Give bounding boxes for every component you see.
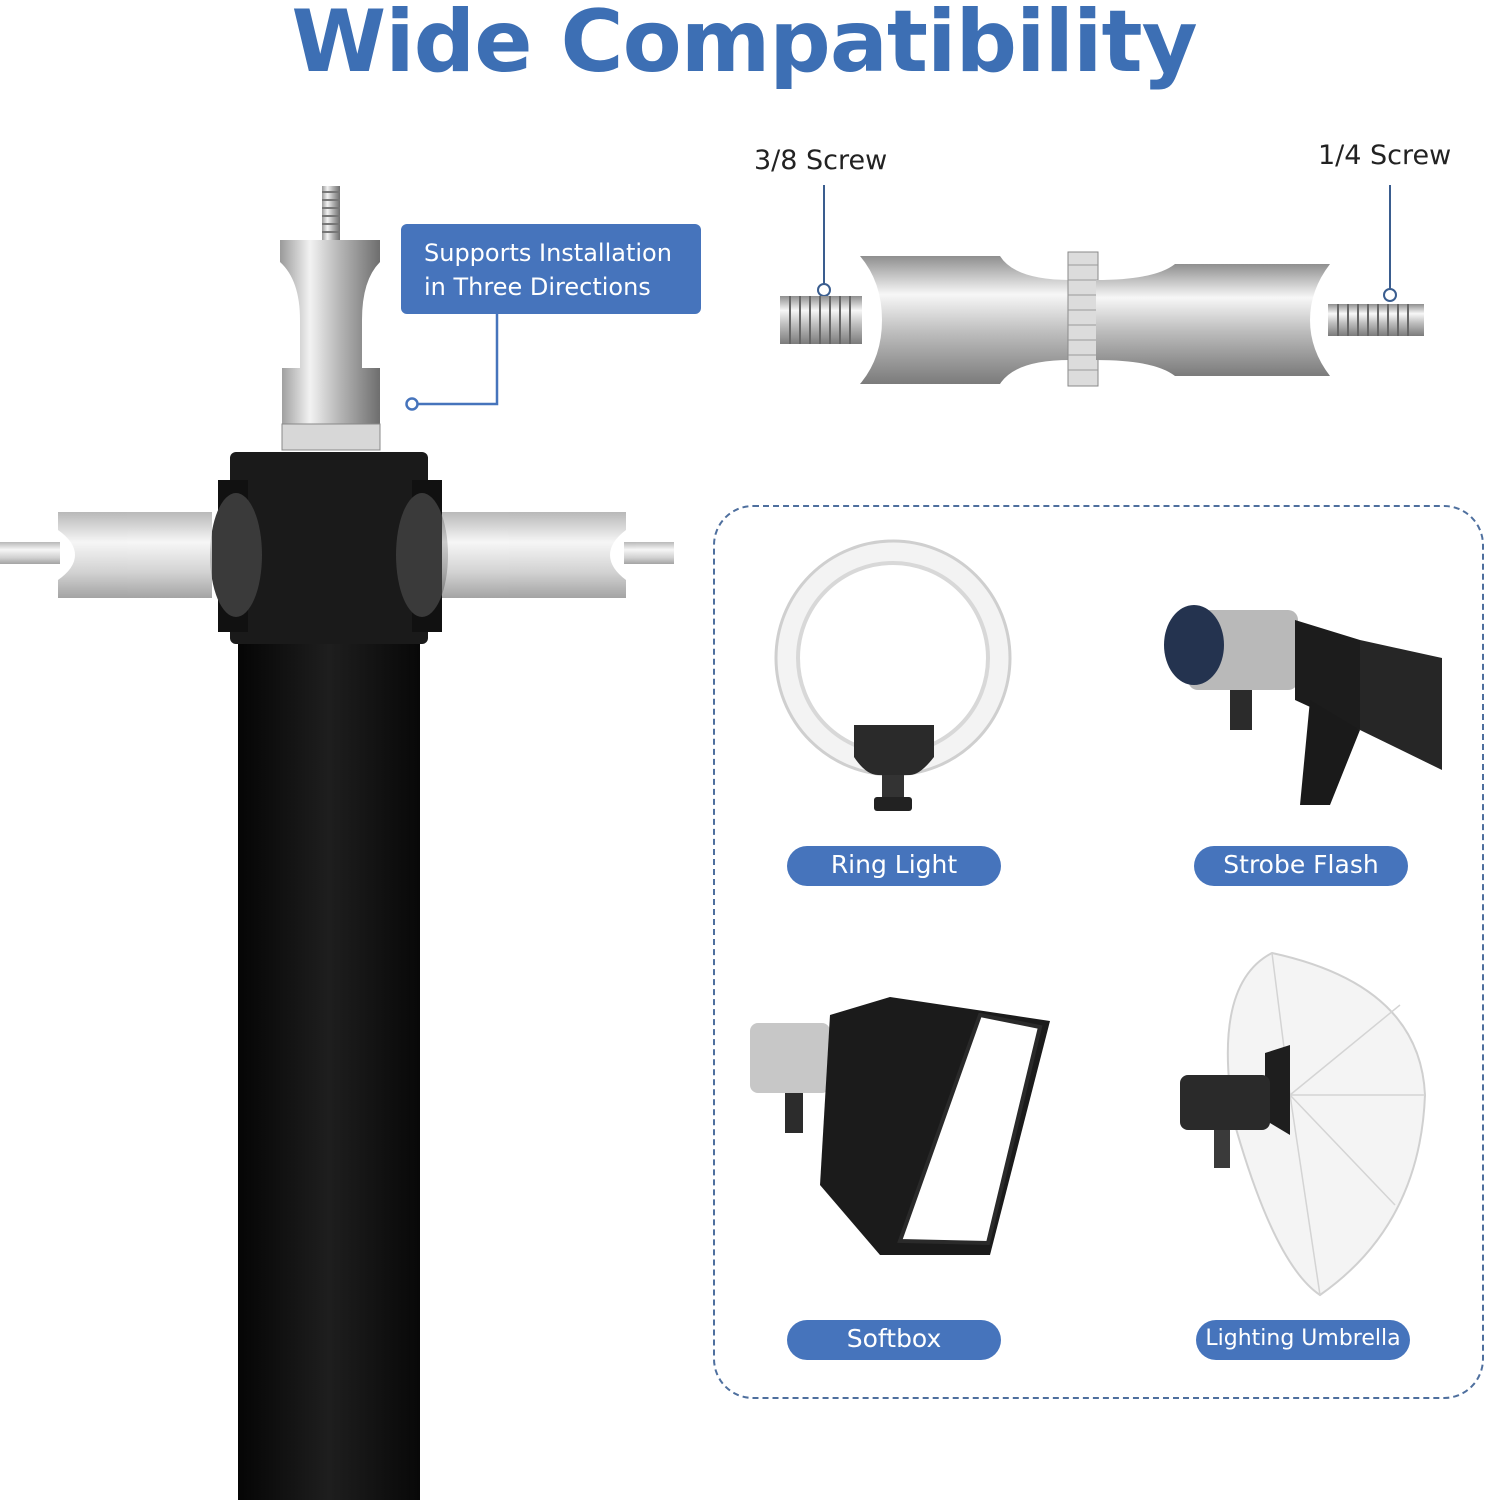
installation-callout: Supports Installation in Three Direction… <box>401 224 701 314</box>
right-screw-label: 1/4 Screw <box>1318 140 1452 171</box>
spigot-adapter-illustration <box>780 185 1424 387</box>
strobe-flash-label: Strobe Flash <box>1194 846 1408 886</box>
lighting-umbrella-label: Lighting Umbrella <box>1196 1320 1410 1360</box>
strobe-flash-image <box>1164 605 1442 805</box>
ring-light-image <box>774 539 1012 811</box>
left-screw-label: 3/8 Screw <box>754 145 888 176</box>
softbox-label: Softbox <box>787 1320 1001 1360</box>
callout-line-2: in Three Directions <box>424 273 651 301</box>
callout-connector <box>405 314 499 411</box>
lighting-umbrella-image <box>1180 951 1427 1297</box>
callout-line-1: Supports Installation <box>424 239 672 267</box>
page-title: Wide Compatibility <box>291 0 1197 92</box>
compatible-lights-panel <box>713 505 1484 1399</box>
light-stand-illustration <box>0 186 674 1500</box>
softbox-image <box>750 997 1050 1255</box>
ring-light-label: Ring Light <box>787 846 1001 886</box>
